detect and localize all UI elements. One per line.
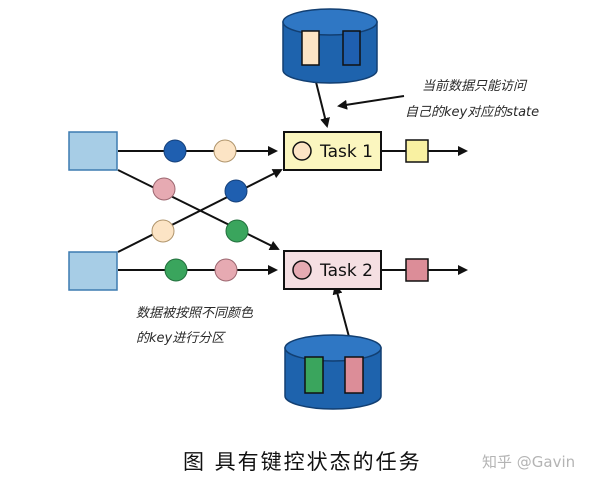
source-box-1 (68, 131, 118, 171)
record-peach (213, 139, 237, 163)
annotation-state-line-2: 自己的key对应的state (405, 105, 540, 120)
record-dark-blue (224, 179, 248, 203)
state-entry-green (304, 356, 324, 394)
record-green (225, 219, 249, 243)
annotation-partition-line-2: 的key进行分区 (136, 331, 225, 346)
state-entry-pink (344, 356, 364, 394)
task-2-label: Task 2 (319, 261, 373, 281)
output-record-2 (405, 258, 429, 282)
flow-source2-to-task1 (117, 169, 283, 253)
record-pink (152, 177, 176, 201)
annotation-partition-line-1: 数据被按照不同颜色 (136, 306, 254, 321)
task-1: Task 1 (283, 131, 382, 171)
task-1-record (292, 141, 312, 161)
task-2: Task 2 (283, 250, 382, 290)
task-2-record (292, 260, 312, 280)
watermark: 知乎 @Gavin (482, 453, 576, 471)
record-pink (214, 258, 238, 282)
annotation-pointer (337, 95, 405, 110)
state-entry-peach (301, 30, 320, 66)
record-dark-blue (163, 139, 187, 163)
record-peach (151, 219, 175, 243)
annotation-state-line-1: 当前数据只能访问 (422, 79, 527, 94)
source-box-2 (68, 251, 118, 291)
output-record-1 (405, 139, 429, 163)
state-store-2 (284, 334, 382, 410)
figure-caption: 图 具有键控状态的任务 (183, 450, 422, 474)
task-1-label: Task 1 (319, 142, 373, 162)
record-green (164, 258, 188, 282)
state-entry-dark-blue (342, 30, 361, 66)
state-store-1 (282, 8, 378, 84)
flow-source1-to-task2 (117, 169, 280, 250)
